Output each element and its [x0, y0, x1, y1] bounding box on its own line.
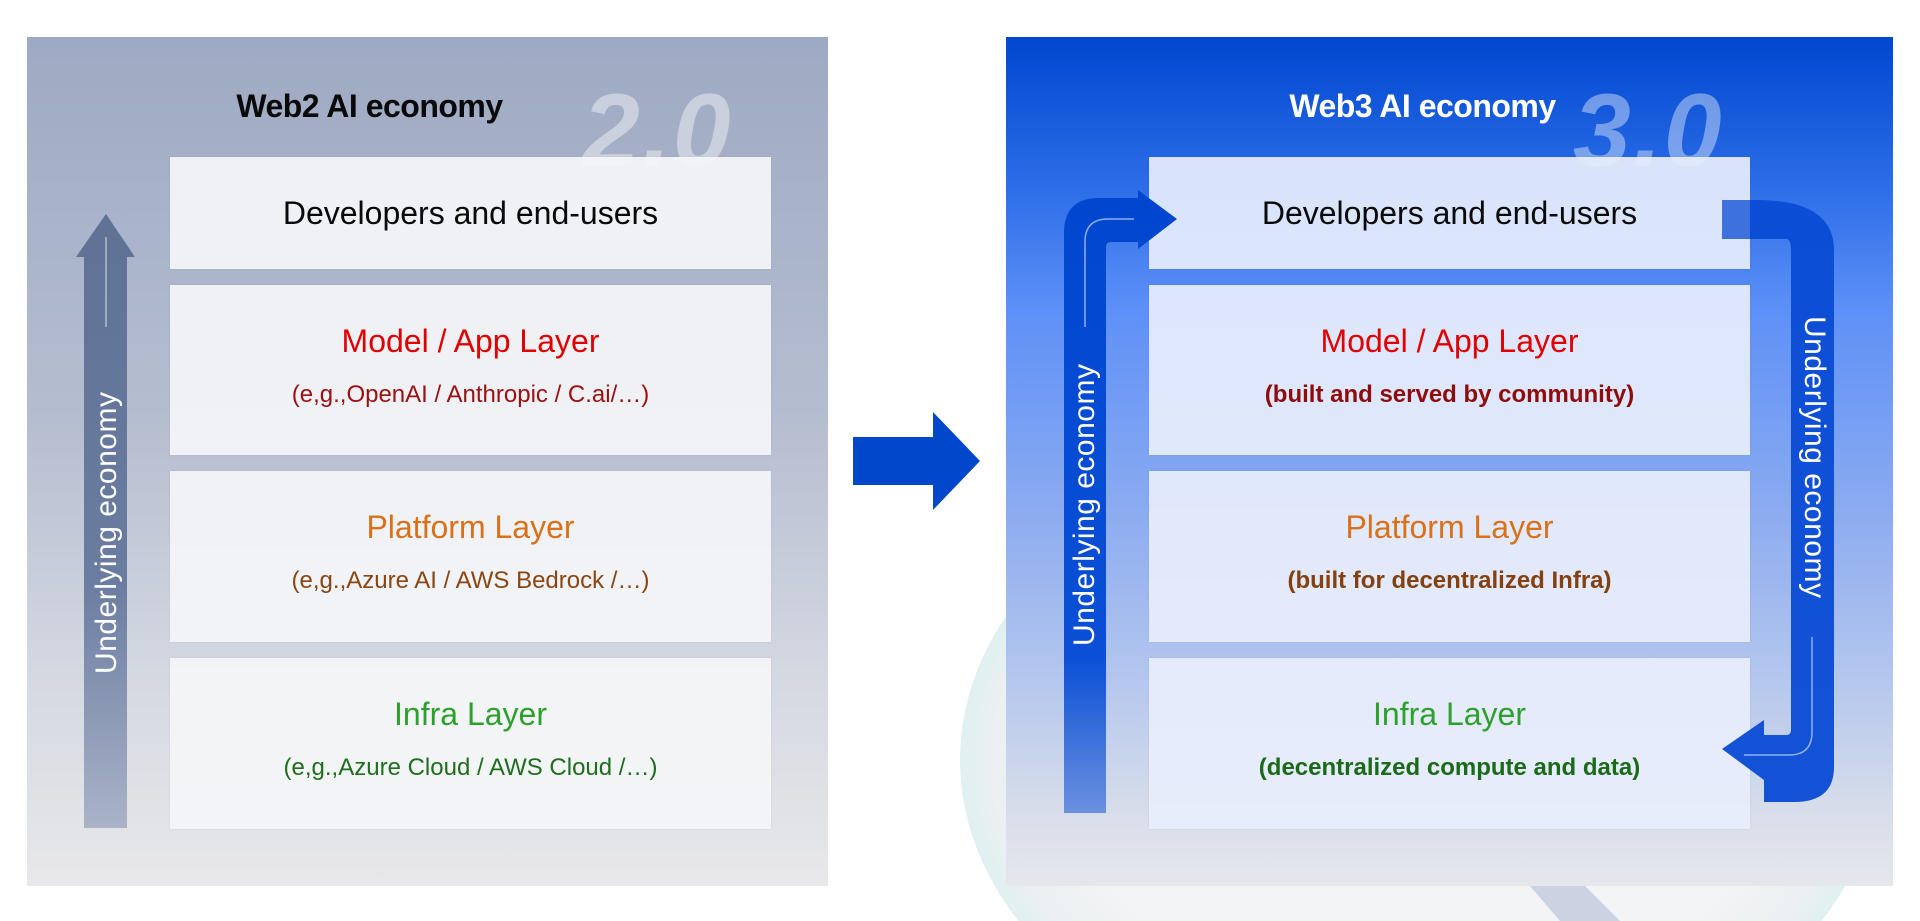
web3-right-cycle-arrow-icon	[1722, 200, 1834, 802]
right-arrow-icon	[853, 412, 980, 510]
layer-title: Infra Layer	[1373, 696, 1526, 732]
web2-layer-users: Developers and end-users	[170, 157, 771, 269]
layer-title: Infra Layer	[394, 696, 547, 732]
web2-layer-infra: Infra Layer (e,g.,Azure Cloud / AWS Clou…	[170, 658, 771, 829]
web3-layer-platform: Platform Layer (built for decentralized …	[1149, 471, 1750, 642]
layer-title: Developers and end-users	[282, 195, 659, 231]
layer-subtitle: (built for decentralized Infra)	[1287, 567, 1612, 594]
layer-subtitle: (e,g.,Azure AI / AWS Bedrock /…)	[291, 567, 650, 594]
layer-title: Platform Layer	[366, 509, 575, 545]
web3-layer-users: Developers and end-users	[1149, 157, 1750, 269]
web2-panel-title: Web2 AI economy	[236, 88, 503, 124]
web3-layer-model: Model / App Layer (built and served by c…	[1149, 285, 1750, 455]
layer-title: Model / App Layer	[1320, 323, 1579, 359]
layer-title: Platform Layer	[1345, 509, 1554, 545]
layer-subtitle: (built and served by community)	[1264, 381, 1635, 408]
web2-panel: 2.0 Web2 AI economy Underlying economy D…	[27, 37, 828, 886]
web2-layer-platform: Platform Layer (e,g.,Azure AI / AWS Bedr…	[170, 471, 771, 642]
layer-subtitle: (decentralized compute and data)	[1258, 754, 1641, 781]
web3-panel: 3.0 Web3 AI economy Developers and end-u…	[1006, 37, 1893, 886]
layer-title: Model / App Layer	[341, 323, 600, 359]
layer-subtitle: (e,g.,Azure Cloud / AWS Cloud /…)	[283, 754, 658, 781]
layer-subtitle: (e,g.,OpenAI / Anthropic / C.ai/…)	[291, 381, 650, 408]
web3-layer-infra: Infra Layer (decentralized compute and d…	[1149, 658, 1750, 829]
web2-up-arrow-icon	[76, 214, 135, 828]
web3-panel-title: Web3 AI economy	[1289, 88, 1556, 124]
web3-left-cycle-arrow-icon	[1064, 190, 1177, 813]
web2-layer-model: Model / App Layer (e,g.,OpenAI / Anthrop…	[170, 285, 771, 455]
web3-left-flow-label: Underlying economy	[1068, 363, 1101, 646]
layer-title: Developers and end-users	[1261, 195, 1638, 231]
web3-right-flow-label: Underlying economy	[1798, 316, 1831, 599]
web2-flow-label: Underlying economy	[90, 391, 123, 674]
